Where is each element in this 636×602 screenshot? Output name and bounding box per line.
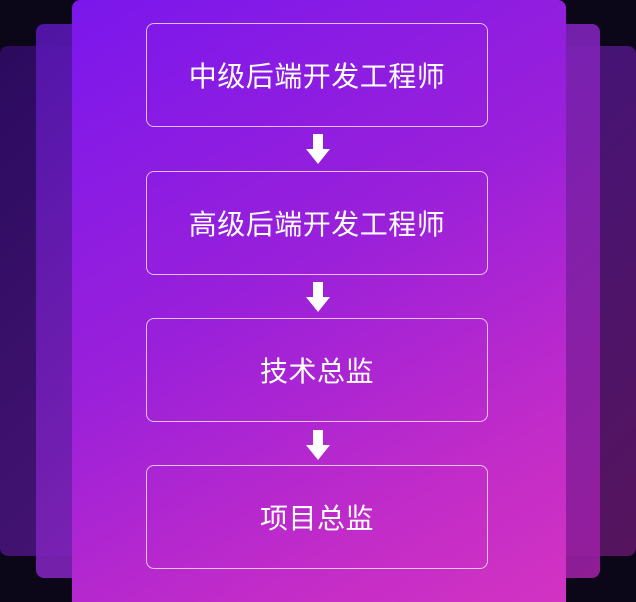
- step-label-2: 高级后端开发工程师: [188, 208, 446, 241]
- step-label-4: 项目总监: [259, 502, 374, 535]
- step-box-2: 高级后端开发工程师: [146, 171, 488, 275]
- down-arrow-icon: [306, 430, 330, 460]
- down-arrow-icon: [306, 134, 330, 164]
- step-box-3: 技术总监: [146, 318, 488, 422]
- step-label-1: 中级后端开发工程师: [188, 60, 446, 93]
- step-box-4: 项目总监: [146, 465, 488, 569]
- down-arrow-icon: [306, 282, 330, 312]
- step-label-3: 技术总监: [259, 355, 374, 388]
- step-box-1: 中级后端开发工程师: [146, 23, 488, 127]
